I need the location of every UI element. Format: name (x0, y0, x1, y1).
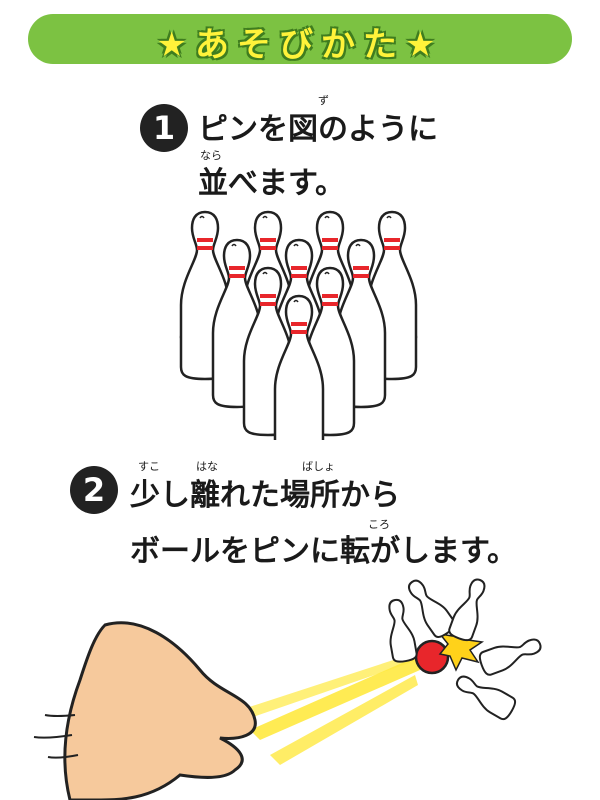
title-banner: ★あそびかた★ (28, 14, 572, 65)
bowling-pin-icon (448, 578, 486, 642)
bowling-pins-illustration (179, 210, 418, 440)
bowling-pin-icon (478, 638, 542, 676)
step-2-line-1: 少し離れた場所から (130, 478, 400, 513)
ruby-koro: ころ (368, 518, 390, 531)
step-2-line-2: ボールをピンに転がします。 (130, 534, 517, 569)
bowling-pin-icon (455, 675, 517, 721)
ruby-suko: すこ (138, 460, 160, 473)
bowling-pin-icon (408, 579, 456, 638)
step-1-line-2: 並べます。 (198, 166, 345, 201)
step-1-line-1: ピンを図のように (198, 112, 438, 147)
scattered-pins (388, 578, 542, 721)
ruby-nara: なら (200, 149, 222, 162)
step-2-number: 2 (70, 466, 118, 514)
bowling-pin-icon (388, 598, 418, 663)
hand-motion-marks (33, 714, 79, 759)
step-1-number: 1 (140, 104, 188, 152)
ruby-hana: はな (196, 460, 218, 473)
rolling-illustration (33, 578, 542, 800)
bowling-ball-icon (414, 639, 450, 675)
ruby-zu: ず (318, 94, 329, 107)
page-title: ★あそびかた★ (156, 25, 444, 65)
ruby-basho: ばしょ (302, 460, 335, 473)
motion-lines (240, 652, 420, 765)
hand-icon (63, 621, 257, 800)
